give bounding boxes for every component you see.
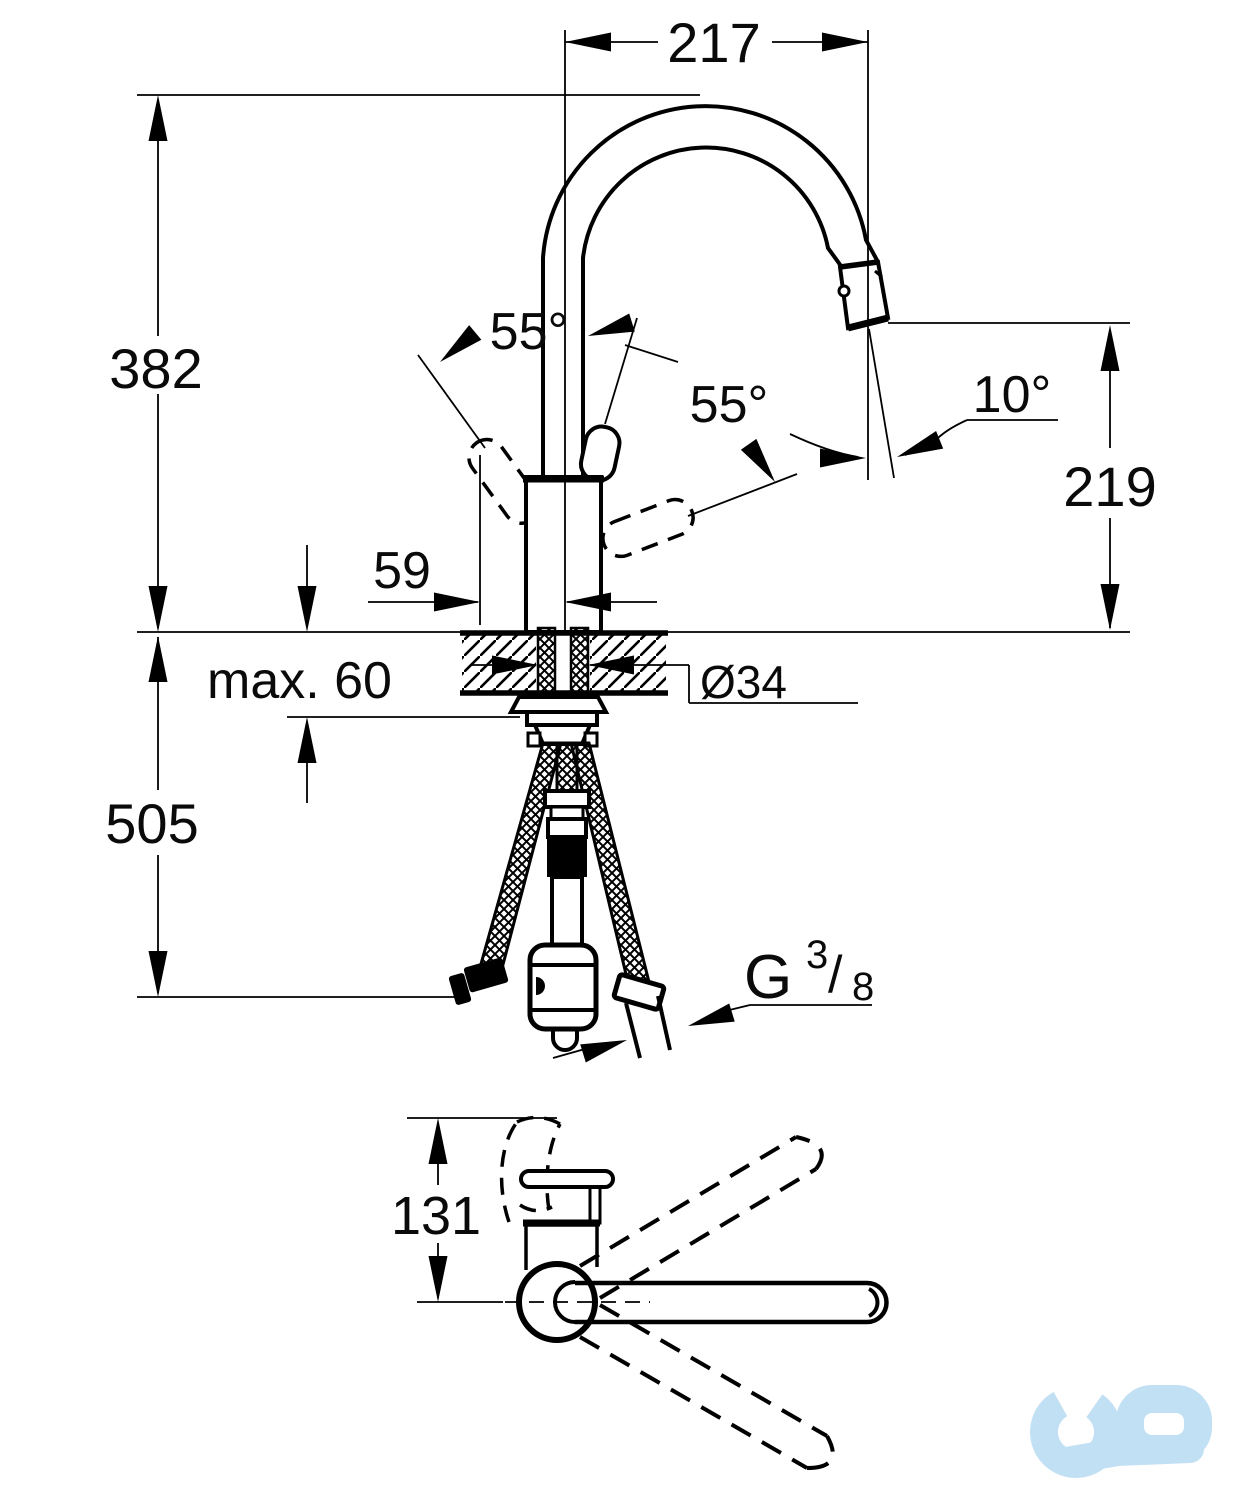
dim-plan-depth-label: 131 — [391, 1186, 481, 1246]
dim-hole-diameter — [470, 655, 858, 704]
dim-head-angle-label: 10° — [973, 366, 1052, 424]
mounting-shank — [536, 626, 590, 700]
dim-hose-length-label: 505 — [105, 792, 198, 855]
dim-hole-diameter-label: Ø34 — [700, 656, 787, 708]
dim-total-height-label: 382 — [109, 337, 202, 400]
hose-sleeve — [547, 837, 587, 877]
dim-height — [148, 95, 168, 997]
plan-handle-dashed — [499, 1115, 562, 1223]
dimension-lines — [137, 30, 1130, 1303]
plan-arm-swung-up — [578, 1135, 824, 1300]
hose-center-braided — [555, 741, 579, 793]
dim-outlet-height-label: 219 — [1063, 455, 1156, 518]
hose-coupling-1 — [543, 789, 591, 809]
fixing-tab-left — [526, 731, 542, 748]
shank-left — [536, 626, 557, 700]
fixing-washer — [507, 695, 610, 714]
plan-lever-cap — [519, 1169, 615, 1189]
fixing-set — [507, 695, 610, 748]
dim-swing-right — [687, 433, 866, 517]
arm-end-cap-inner — [867, 1287, 880, 1318]
spray-button — [837, 284, 851, 298]
plan-arm-swung-down — [579, 1303, 835, 1470]
dim-thread-slash-label: / — [828, 946, 843, 1004]
dim-swing-right-label: 55° — [690, 376, 769, 434]
spray-head-notch — [874, 269, 883, 279]
handle-right-position-dashed — [601, 497, 695, 559]
arm-end-cap — [866, 1280, 889, 1325]
dim-reach-label: 217 — [667, 11, 760, 74]
shank-right — [569, 626, 590, 700]
hose-smooth-tube — [550, 875, 584, 949]
dim-thread-sup-label: 3 — [806, 933, 828, 977]
watermark-logo-icon — [1030, 1385, 1212, 1478]
pullout-hose-assembly — [527, 789, 599, 1052]
dim-body-width-label: 59 — [373, 542, 431, 600]
dim-swing-left — [417, 313, 679, 449]
dim-reach — [565, 32, 868, 52]
dim-swing-left-label: 55° — [490, 303, 569, 361]
plan-lever-stem — [588, 1185, 602, 1225]
dim-outlet-height — [1100, 325, 1120, 630]
plan-view — [499, 1115, 889, 1470]
fixing-cone — [531, 723, 594, 746]
dim-deck-thickness — [287, 545, 520, 803]
dim-head-angle — [897, 419, 1058, 457]
hose-end-cap — [551, 1029, 579, 1052]
spout-outer-edge — [541, 104, 880, 477]
faucet-body — [524, 475, 603, 634]
worktop-section — [460, 630, 668, 696]
spray-head — [837, 259, 891, 332]
dim-thread-sub-label: 8 — [852, 965, 874, 1009]
spout-inner-edge — [581, 145, 843, 477]
dim-thread-g-label: G — [744, 943, 792, 1012]
dim-deck-thickness-label: max. 60 — [207, 652, 392, 710]
dim-thread — [552, 1003, 872, 1063]
hose-left-nut — [463, 957, 509, 993]
plan-spout-arm — [553, 1280, 889, 1325]
front-view — [448, 104, 891, 1059]
dim-body-width — [368, 455, 657, 625]
spray-head-joint — [839, 259, 879, 270]
dimension-labels: 217 382 55° 55° 10° 219 59 max. 60 Ø34 5… — [105, 11, 1156, 1246]
dim-plan-depth — [407, 1117, 650, 1303]
watermark-tail — [1052, 1435, 1204, 1475]
hose-coupling-3 — [546, 817, 588, 839]
hose-weight-notch — [536, 977, 545, 995]
hose-right-nut — [611, 972, 667, 1012]
hose-right-thread-tube — [624, 995, 672, 1059]
